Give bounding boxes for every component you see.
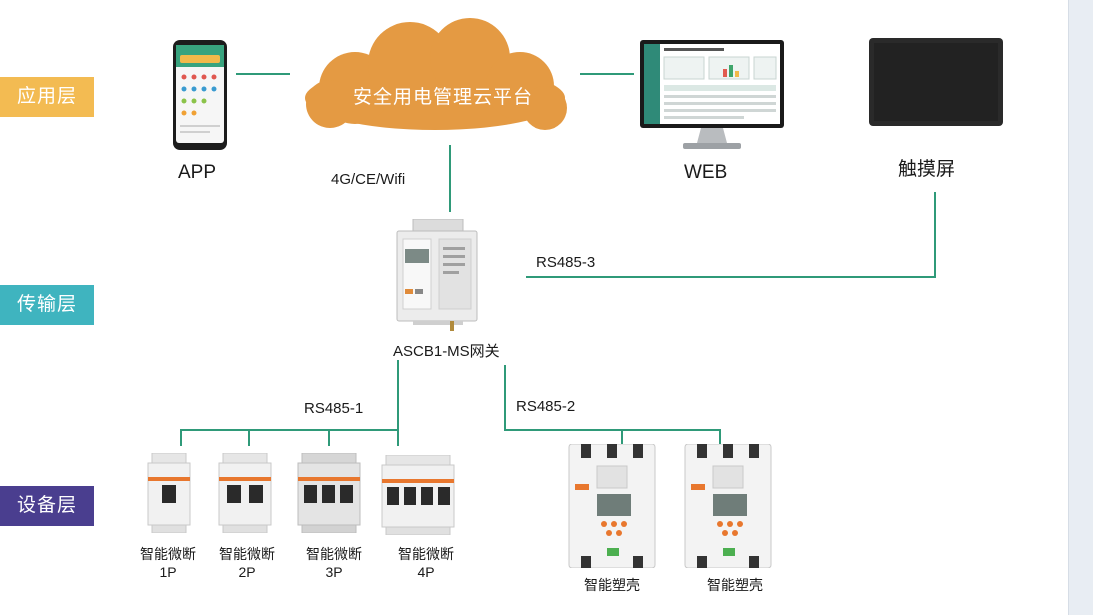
gateway-label: ASCB1-MS网关 bbox=[393, 343, 500, 360]
molded-case-breaker-2-icon bbox=[684, 444, 772, 568]
rs485-1-label: RS485-1 bbox=[304, 400, 364, 417]
breaker-2p-label: 智能微断 2P bbox=[212, 545, 282, 581]
breaker-4p-name: 智能微断 bbox=[398, 546, 454, 562]
breaker-1p-label: 智能微断 1P bbox=[133, 545, 203, 581]
cloud-icon bbox=[305, 18, 567, 130]
rs485-3-label: RS485-3 bbox=[536, 254, 596, 271]
app-layer-tag: 应用层 bbox=[0, 77, 94, 117]
monitor-icon bbox=[640, 40, 784, 149]
link-protocol-label: 4G/CE/Wifi bbox=[331, 171, 406, 188]
cloud-platform-label: 安全用电管理云平台 bbox=[352, 87, 533, 108]
molded-case-breaker-1-icon bbox=[568, 444, 656, 568]
breaker-4p-label: 智能微断 4P bbox=[391, 545, 461, 581]
breaker-2p-name: 智能微断 bbox=[219, 546, 275, 562]
breaker-1p-poles: 1P bbox=[159, 564, 177, 580]
web-label: WEB bbox=[684, 162, 728, 183]
touchscreen-icon bbox=[869, 38, 1003, 126]
breaker-2p-icon bbox=[218, 453, 272, 533]
breaker-3p-poles: 3P bbox=[325, 564, 343, 580]
breaker-3p-name: 智能微断 bbox=[306, 546, 362, 562]
breaker-1p-icon bbox=[147, 453, 191, 533]
touchscreen-label: 触摸屏 bbox=[898, 159, 956, 180]
smartphone-icon bbox=[173, 40, 227, 150]
breaker-4p-poles: 4P bbox=[417, 564, 435, 580]
gateway-device-icon bbox=[396, 219, 478, 331]
device-layer-tag: 设备层 bbox=[0, 486, 94, 526]
rs485-3-link bbox=[526, 192, 936, 278]
breaker-3p-icon bbox=[297, 453, 361, 533]
breaker-3p-label: 智能微断 3P bbox=[299, 545, 369, 581]
molded-case-2-label: 智能塑壳 bbox=[707, 577, 763, 593]
rs485-1-bus bbox=[180, 360, 399, 446]
rs485-2-bus bbox=[504, 365, 721, 446]
transport-layer-tag: 传输层 bbox=[0, 285, 94, 325]
breaker-2p-poles: 2P bbox=[238, 564, 256, 580]
breaker-1p-name: 智能微断 bbox=[140, 546, 196, 562]
rs485-2-label: RS485-2 bbox=[516, 398, 576, 415]
right-scroll-panel bbox=[1068, 0, 1093, 615]
molded-case-1-label: 智能塑壳 bbox=[584, 577, 640, 593]
breaker-4p-icon bbox=[381, 455, 455, 535]
app-label: APP bbox=[178, 162, 217, 183]
